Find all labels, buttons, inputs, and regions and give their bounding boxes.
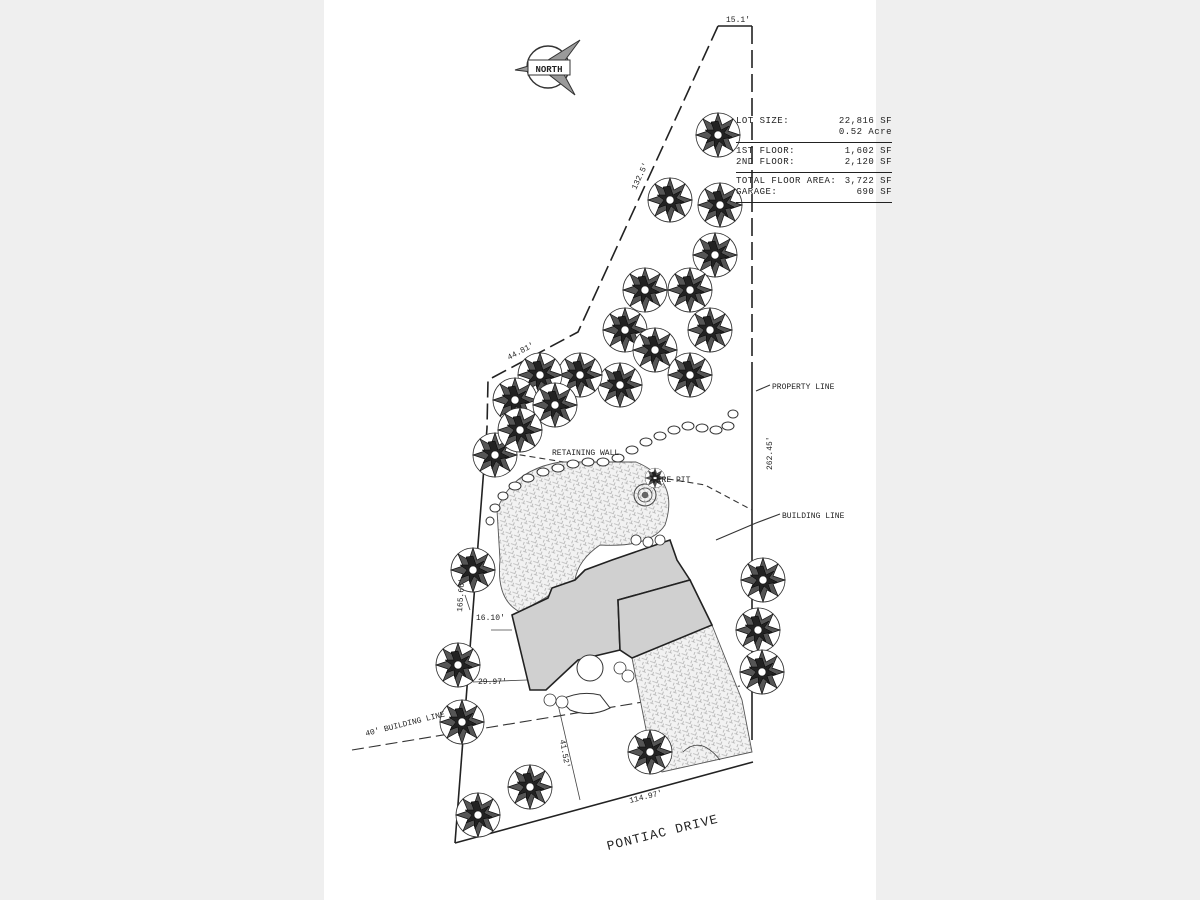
dim-setback-front: 41.52' bbox=[557, 739, 571, 769]
dim-west-lower: 165.66' bbox=[456, 578, 467, 612]
lot-size-acre: 0.52 Acre bbox=[838, 127, 892, 137]
retaining-wall bbox=[485, 409, 739, 526]
street-name: PONTIAC DRIVE bbox=[605, 812, 720, 854]
first-floor-label: 1ST FLOOR: bbox=[736, 146, 796, 156]
dim-setback-side: 16.10' bbox=[476, 614, 505, 623]
shrubs bbox=[543, 534, 721, 761]
first-floor-value: 1,602 SF bbox=[844, 146, 892, 156]
dim-top: 15.1' bbox=[726, 16, 750, 25]
fire-pit-label: FIRE PIT bbox=[652, 476, 691, 485]
total-floor-value: 3,722 SF bbox=[844, 176, 892, 186]
building-line-label: BUILDING LINE bbox=[782, 512, 845, 521]
lot-size-label: LOT SIZE: bbox=[736, 116, 790, 126]
retaining-wall-label: RETAINING WALL bbox=[552, 449, 619, 458]
front-building-line-label: 40' BUILDING LINE bbox=[365, 710, 447, 739]
north-arrow: NORTH bbox=[514, 39, 581, 96]
site-statistics: LOT SIZE: 22,816 SF 0.52 Acre 1ST FLOOR: 1… bbox=[736, 116, 892, 206]
dimension-lines bbox=[464, 594, 581, 801]
property-line-label: PROPERTY LINE bbox=[772, 383, 835, 392]
second-floor-value: 2,120 SF bbox=[844, 157, 892, 167]
lot-size-sf: 22,816 SF bbox=[838, 116, 892, 126]
second-floor-label: 2ND FLOOR: bbox=[736, 157, 796, 167]
total-floor-label: TOTAL FLOOR AREA: bbox=[736, 176, 837, 186]
dim-setback-front-left: 29.97' bbox=[478, 678, 507, 687]
garage-value: 690 SF bbox=[856, 187, 892, 197]
north-label: NORTH bbox=[535, 65, 562, 75]
trees-upper bbox=[472, 112, 743, 478]
site-plan-drawing: NORTH PROPERTY LINE BUILDING LINE RETAIN… bbox=[351, 16, 845, 854]
site-plan-sheet: NORTH PROPERTY LINE BUILDING LINE RETAIN… bbox=[324, 0, 892, 900]
fire-pit bbox=[633, 483, 657, 507]
garage-label: GARAGE: bbox=[736, 187, 778, 197]
entry-walk bbox=[559, 654, 611, 714]
dim-northwest: 132.5' bbox=[631, 161, 651, 191]
dim-east: 262.45' bbox=[766, 436, 775, 470]
house-footprint bbox=[511, 538, 714, 691]
